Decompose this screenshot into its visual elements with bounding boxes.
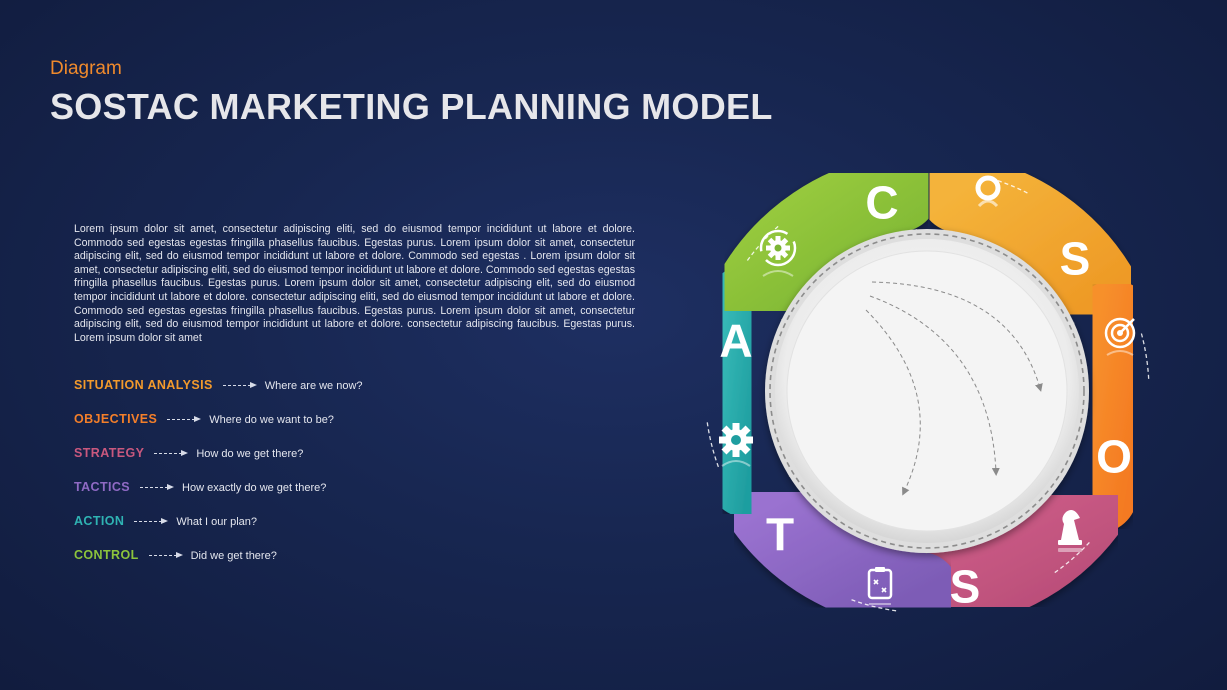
legend-value: Where are we now?: [264, 380, 363, 392]
decorative-dash: [1053, 541, 1090, 574]
arrow-icon: [222, 377, 257, 393]
segment-o-1: O: [1059, 280, 1166, 533]
arrow-icon: [148, 547, 183, 563]
legend-item-tactics: TACTICS How exactly do we get there?: [74, 479, 326, 495]
segment-shape: [714, 153, 939, 330]
legend-item-objectives: OBJECTIVES Where do we want to be?: [74, 411, 334, 427]
legend-item-control: CONTROL Did we get there?: [74, 547, 277, 563]
chess-knight-icon: [1058, 510, 1082, 552]
legend-value: How do we get there?: [196, 448, 304, 460]
legend-item-situation: SITUATION ANALYSIS Where are we now?: [74, 377, 363, 393]
segments-layer: SOSTAC: [687, 153, 1166, 630]
segment-t-3: T: [726, 469, 959, 630]
legend-key: ACTION: [74, 514, 125, 528]
legend-item-strategy: STRATEGY How do we get there?: [74, 445, 303, 461]
legend-value: Where do we want to be?: [209, 414, 334, 426]
segment-c-5: C: [714, 153, 939, 330]
segment-letter: T: [766, 509, 794, 561]
legend-key: STRATEGY: [74, 446, 145, 460]
legend-key: TACTICS: [74, 480, 131, 494]
decorative-dash: [850, 598, 897, 612]
body-paragraph: Lorem ipsum dolor sit amet, consectetur …: [74, 223, 635, 344]
legend-key: OBJECTIVES: [74, 412, 158, 426]
legend-value: How exactly do we get there?: [182, 482, 327, 494]
decorative-dash: [1140, 333, 1150, 380]
legend-key: SITUATION ANALYSIS: [74, 378, 213, 392]
segment-letter: C: [865, 177, 898, 229]
gear-icon: [719, 423, 753, 467]
subtitle: Diagram: [50, 58, 122, 79]
legend-value: Did we get there?: [190, 550, 277, 562]
segment-a-4: A: [687, 264, 787, 518]
arrow-icon: [154, 445, 189, 461]
target-icon: [1104, 317, 1136, 356]
legend-item-action: ACTION What I our plan?: [74, 513, 257, 529]
tactics-clipboard-icon: [867, 567, 893, 605]
segment-letter: O: [1096, 431, 1132, 483]
segment-shape: [919, 154, 1141, 333]
segment-s-0: S: [919, 154, 1141, 333]
arrow-icon: [134, 513, 169, 529]
legend-key: CONTROL: [74, 548, 139, 562]
segment-letter: S: [1060, 233, 1091, 285]
center-disc: [765, 229, 1089, 553]
legend-value: What I our plan?: [176, 516, 258, 528]
decorative-dash: [706, 421, 720, 468]
page-title: SOSTAC MARKETING PLANNING MODEL: [50, 86, 773, 127]
location-pin-icon: [975, 175, 1001, 208]
arrow-icon: [167, 411, 202, 427]
arrow-icon: [140, 479, 175, 495]
segment-shape: [726, 469, 959, 630]
